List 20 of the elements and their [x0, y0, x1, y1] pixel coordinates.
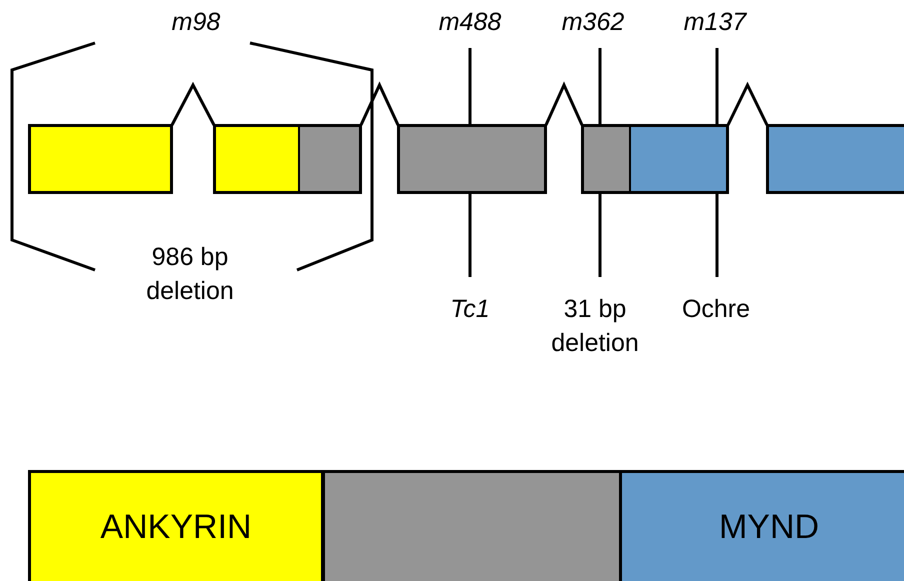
- exon-box: [581, 124, 729, 194]
- intron-line: [544, 81, 584, 126]
- exon-box: [766, 124, 904, 194]
- mutation-label: m488: [438, 7, 502, 38]
- exon-box: [397, 124, 547, 194]
- insertion-label: Tc1: [449, 294, 491, 325]
- exon-box: [28, 124, 173, 194]
- mutation-note: Ochre: [680, 294, 752, 325]
- intron-line: [726, 82, 768, 126]
- deletion-note: 31 bp deletion: [550, 294, 640, 359]
- domain-box: MYND: [619, 470, 904, 581]
- domain-box: [322, 470, 622, 581]
- exon-box: [213, 124, 362, 194]
- deletion-note: 986 bp deletion: [145, 242, 235, 307]
- mutation-label: m137: [682, 7, 748, 38]
- mutation-label: m98: [170, 7, 222, 38]
- intron-line: [360, 81, 400, 126]
- intron-line: [170, 82, 216, 126]
- mutation-label: m362: [560, 7, 626, 38]
- domain-box: ANKYRIN: [28, 470, 324, 581]
